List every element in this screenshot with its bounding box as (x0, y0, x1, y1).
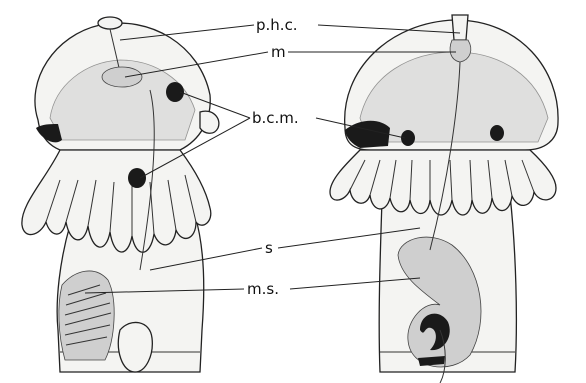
label-bcm: b.c.m. (252, 109, 299, 127)
left-side-lobe (200, 111, 219, 133)
right-muscle-spot-right (490, 125, 504, 141)
label-phc: p.h.c. (256, 16, 298, 34)
left-mesentery (59, 271, 114, 360)
left-manubrium (102, 67, 142, 87)
right-tentacles (330, 150, 556, 215)
right-specimen (330, 15, 558, 383)
label-m: m (271, 43, 286, 61)
left-bell-rim (36, 124, 62, 142)
right-apical-pore (452, 15, 468, 40)
label-ms: m.s. (247, 280, 279, 298)
left-muscle-spot-lower (128, 168, 146, 188)
label-s: s (265, 239, 273, 257)
left-apical-pore (98, 17, 122, 29)
left-tentacles (22, 150, 211, 252)
left-knob (118, 322, 152, 372)
left-specimen (22, 17, 219, 372)
